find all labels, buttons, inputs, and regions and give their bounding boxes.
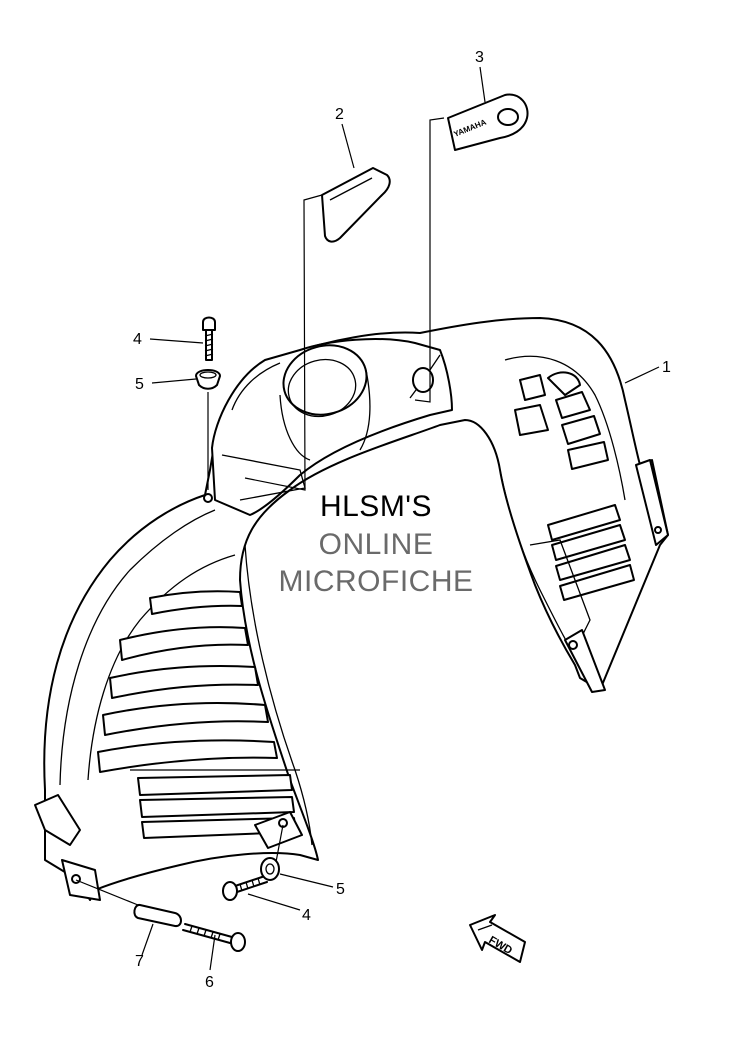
watermark-line-2: ONLINE [318, 528, 434, 561]
callout-numbers: 1 2 3 4 5 5 4 6 7 [133, 49, 671, 991]
callout-4-top: 4 [133, 331, 142, 348]
part-3-emblem: YAMAHA [447, 93, 529, 151]
part-2-lens-cover [321, 167, 391, 243]
grommet-5-bottom [260, 857, 280, 881]
callout-1: 1 [662, 359, 671, 376]
screw-4-top [202, 316, 216, 361]
grommet-5-top [195, 369, 221, 390]
callout-5-bottom: 5 [336, 881, 345, 898]
alignment-lines [75, 117, 445, 906]
screw-4-bottom [222, 875, 268, 901]
part-1-cowling [34, 317, 669, 901]
callout-5-top: 5 [135, 376, 144, 393]
collar-7 [133, 904, 182, 928]
callout-7: 7 [135, 953, 144, 970]
fwd-arrow-icon: FWD [469, 914, 526, 963]
watermark-line-3: MICROFICHE [278, 565, 474, 598]
leader-lines [141, 66, 660, 971]
callout-6: 6 [205, 974, 214, 991]
watermark-line-1: HLSM'S [319, 490, 433, 523]
callout-4-bottom: 4 [302, 907, 311, 924]
callout-2: 2 [335, 106, 344, 123]
callout-3: 3 [475, 49, 484, 66]
bolt-6 [182, 923, 246, 952]
